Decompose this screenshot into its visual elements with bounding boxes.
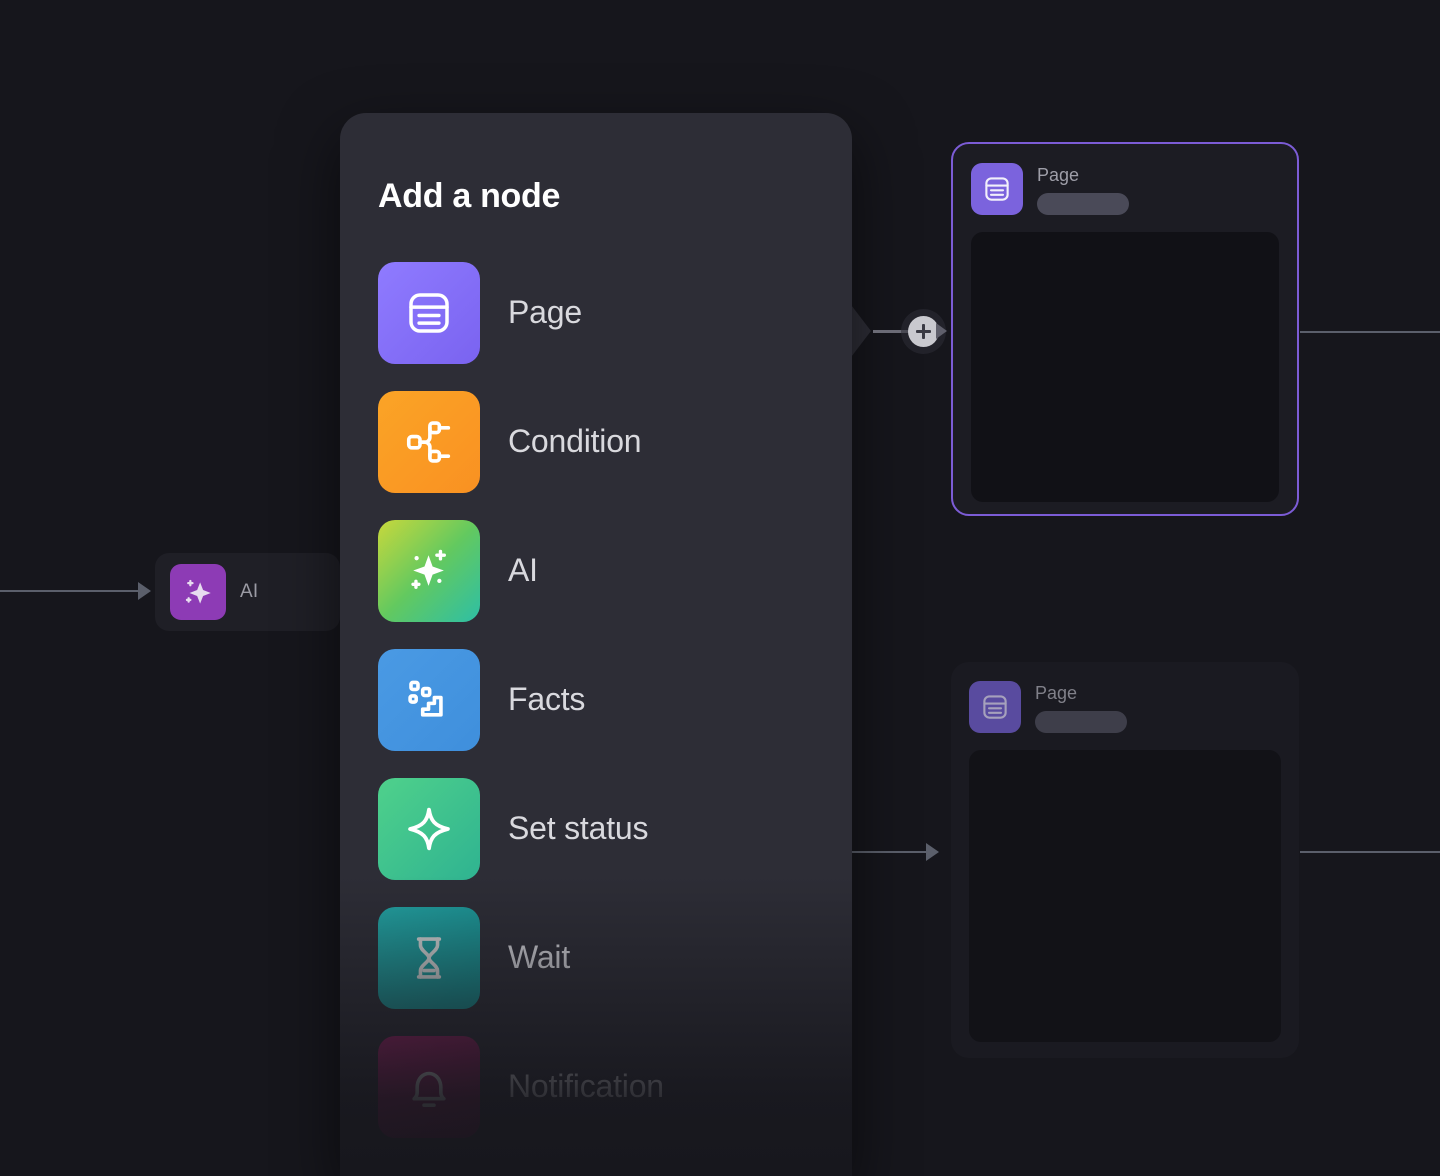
node-option-label: Condition xyxy=(508,423,642,459)
page-icon xyxy=(969,681,1021,733)
ai-node-label: AI xyxy=(240,581,259,602)
add-button-connector-stub xyxy=(873,330,911,333)
node-option-page[interactable]: Page xyxy=(340,248,852,377)
edge-arrow-into-page-node-2 xyxy=(926,843,939,861)
ai-node[interactable]: AI xyxy=(155,553,340,631)
node-type-list: Page Condition xyxy=(340,248,852,1151)
edge-into-page-node-2 xyxy=(852,851,934,853)
node-option-label: Facts xyxy=(508,681,586,717)
page-node-body xyxy=(971,232,1279,502)
page-node-placeholder-pill xyxy=(1035,711,1127,733)
page-icon xyxy=(378,261,480,364)
page-node-placeholder-pill xyxy=(1037,193,1129,215)
set-status-icon xyxy=(378,777,480,880)
page-node-title: Page xyxy=(1035,683,1078,703)
add-button-arrow xyxy=(936,323,947,339)
ai-sparkle-icon xyxy=(170,564,226,620)
page-node-header: Page xyxy=(951,662,1299,733)
node-option-label: Set status xyxy=(508,810,649,846)
node-option-facts[interactable]: Facts xyxy=(340,635,852,764)
page-icon xyxy=(971,163,1023,215)
node-option-set-status[interactable]: Set status xyxy=(340,764,852,893)
plus-icon-vertical xyxy=(922,324,925,339)
node-option-label: Page xyxy=(508,294,582,330)
add-node-button[interactable] xyxy=(908,316,939,347)
node-option-condition[interactable]: Condition xyxy=(340,377,852,506)
panel-title: Add a node xyxy=(378,177,561,215)
facts-icon xyxy=(378,648,480,751)
ai-sparkle-icon xyxy=(378,519,480,622)
condition-icon xyxy=(378,390,480,493)
notification-bell-icon xyxy=(378,1035,480,1138)
edge-into-ai-node xyxy=(0,590,140,592)
node-option-label: Wait xyxy=(508,939,571,975)
page-node-title: Page xyxy=(1037,165,1080,185)
edge-arrow-into-ai-node xyxy=(138,582,151,600)
node-option-label: Notification xyxy=(508,1068,664,1104)
add-node-panel[interactable]: Add a node Page xyxy=(340,113,852,1176)
page-node-secondary[interactable]: Page xyxy=(951,662,1299,1058)
node-option-notification[interactable]: Notification xyxy=(340,1022,852,1151)
node-option-label: AI xyxy=(508,552,538,588)
edge-out-of-page-node-2 xyxy=(1300,851,1440,853)
page-node-selected[interactable]: Page xyxy=(951,142,1299,516)
page-node-body xyxy=(969,750,1281,1042)
edge-out-of-page-node-1 xyxy=(1300,331,1440,333)
node-option-ai[interactable]: AI xyxy=(340,506,852,635)
wait-hourglass-icon xyxy=(378,906,480,1009)
page-node-header: Page xyxy=(953,144,1297,215)
node-option-wait[interactable]: Wait xyxy=(340,893,852,1022)
